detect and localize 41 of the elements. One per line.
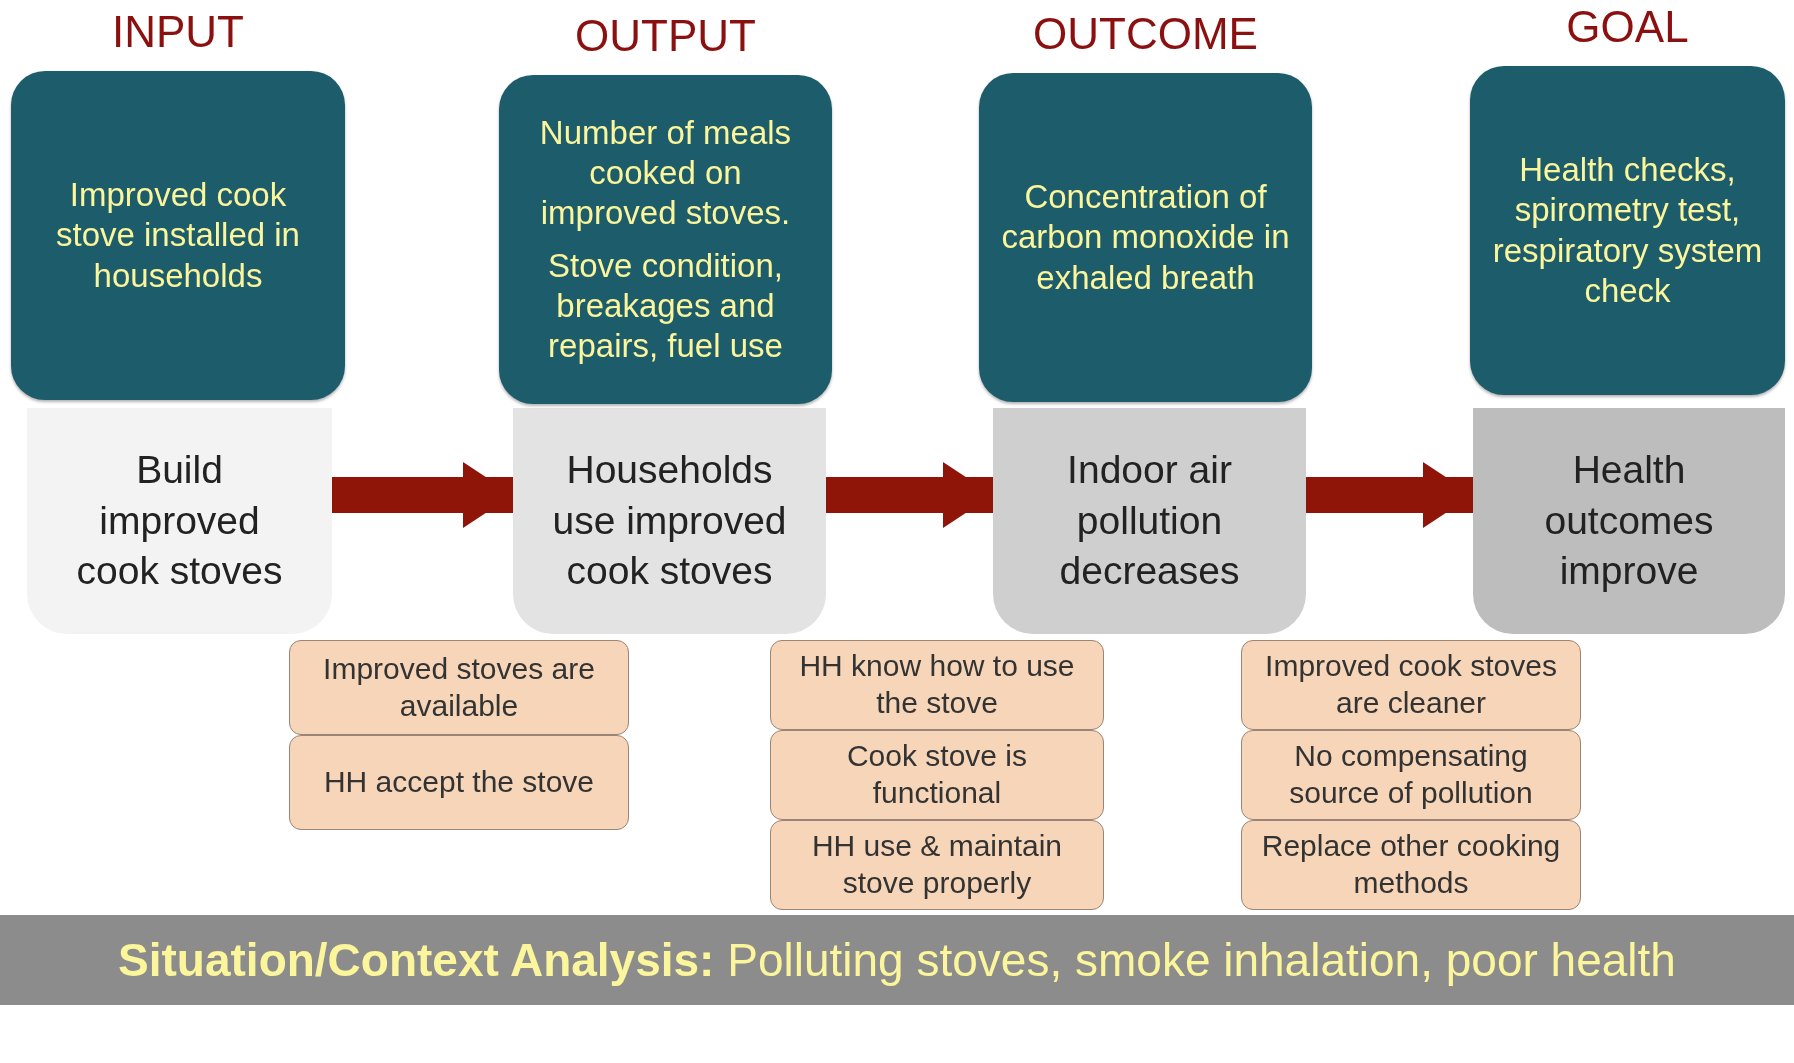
indicator-text: Health checks, spirometry test, respiratory system check	[1492, 150, 1763, 311]
stage-text: Build improved cook stoves	[75, 446, 284, 595]
assumption-text: HH accept the stove	[323, 764, 595, 801]
stage-box	[27, 408, 332, 634]
assumption-box	[1241, 640, 1581, 730]
assumption-box	[289, 735, 629, 830]
stage-text: Indoor air pollution decreases	[1058, 446, 1241, 595]
indicator-text: Number of meals cooked on improved stoves.	[538, 112, 793, 234]
assumption-text: Improved cook stoves are cleaner	[1264, 648, 1558, 721]
indicator-text: Improved cook stove installed in households	[55, 175, 301, 296]
indicator-box	[499, 75, 832, 404]
stage-box	[513, 408, 826, 634]
column-heading: GOAL	[1565, 2, 1690, 52]
stage-box	[993, 408, 1306, 634]
indicator-text: Concentration of carbon monoxide in exhaled breath	[1001, 177, 1290, 298]
column-heading: OUTPUT	[574, 11, 757, 61]
assumption-text: Improved stoves are available	[322, 650, 596, 724]
arrow	[332, 462, 513, 528]
stage-text: Health outcomes improve	[1543, 446, 1715, 595]
indicator-text: Stove condition, breakages and repairs, fuel use	[547, 245, 784, 366]
assumption-text: Replace other cooking methods	[1260, 828, 1562, 901]
assumption-text: HH know how to use the stove	[798, 648, 1076, 721]
assumption-box	[770, 820, 1104, 910]
stage-box	[1473, 408, 1785, 634]
assumption-text: HH use & maintain stove properly	[810, 828, 1064, 901]
context-banner: Situation/Context Analysis: Polluting stoves, smoke inhalation, poor health	[0, 915, 1794, 1005]
arrow	[1306, 462, 1473, 528]
indicator-box	[979, 73, 1312, 402]
assumption-box	[289, 640, 629, 735]
column-heading: OUTCOME	[1032, 9, 1259, 59]
assumption-text: No compensating source of pollution	[1288, 738, 1534, 811]
assumption-text: Cook stove is functional	[845, 738, 1029, 811]
stage-text: Households use improved cook stoves	[551, 446, 788, 595]
assumption-box	[1241, 730, 1581, 820]
indicator-box	[11, 71, 345, 400]
indicator-box	[1470, 66, 1785, 395]
assumption-box	[1241, 820, 1581, 910]
arrow	[826, 462, 993, 528]
assumption-box	[770, 730, 1104, 820]
assumption-box	[770, 640, 1104, 730]
column-heading: INPUT	[111, 7, 245, 57]
